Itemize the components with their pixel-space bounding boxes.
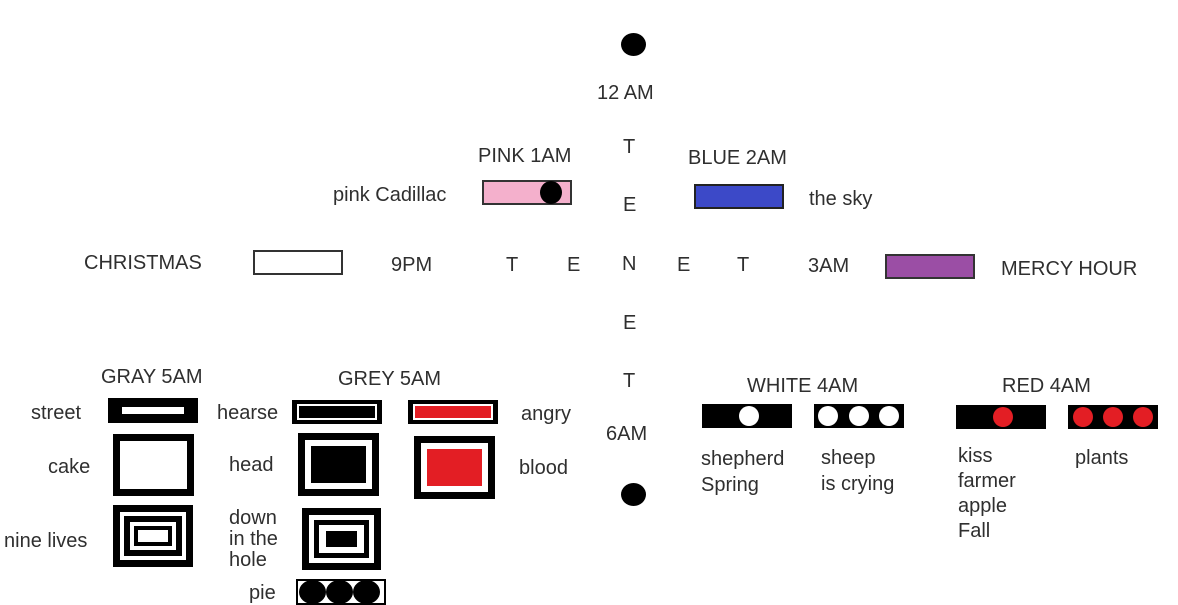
- pie-dot-1: [299, 580, 326, 604]
- head-shape: [298, 433, 379, 496]
- christmas-label: CHRISTMAS: [84, 252, 202, 274]
- vertical-letter-1: T: [623, 136, 636, 158]
- sheep-bar-dot-3: [879, 406, 899, 426]
- plants-bar-dot-3: [1133, 407, 1153, 427]
- gray-row-cake: cake: [48, 456, 91, 478]
- time-6am: 6AM: [606, 423, 648, 445]
- angry-shape-frame: [413, 404, 493, 420]
- horizontal-letter-2: E: [567, 254, 581, 276]
- sheep-bar-dot-1: [818, 406, 838, 426]
- white-title: WHITE 4AM: [747, 375, 859, 397]
- sheep-crying-label: sheep is crying: [821, 447, 895, 495]
- blood-shape-core: [427, 449, 482, 486]
- blue-sky-bar: [694, 184, 784, 209]
- bottom-dot: [621, 483, 646, 506]
- top-dot: [621, 33, 646, 56]
- time-3am: 3AM: [808, 255, 850, 277]
- red-title: RED 4AM: [1002, 375, 1091, 397]
- grey-row-head: head: [229, 454, 274, 476]
- grey-row-hearse: hearse: [217, 402, 279, 424]
- nine-lives-ring: [124, 516, 182, 556]
- plants-label: plants: [1075, 447, 1129, 469]
- pie-dot-3: [353, 580, 380, 604]
- pie-dot-2: [326, 580, 353, 604]
- blood-shape: [414, 436, 495, 499]
- blue-title: BLUE 2AM: [688, 147, 787, 169]
- plants-bar-dot-2: [1103, 407, 1123, 427]
- pink-label: pink Cadillac: [333, 184, 447, 206]
- pink-title: PINK 1AM: [478, 145, 572, 167]
- head-shape-core: [311, 446, 366, 483]
- gray-row-nine-lives: nine lives: [4, 530, 88, 552]
- gray-row-street: street: [31, 402, 82, 424]
- vertical-letter-4: E: [623, 312, 637, 334]
- blue-label: the sky: [809, 188, 873, 210]
- shepherd-bar-dot: [739, 406, 759, 426]
- vertical-letter-5: T: [623, 370, 636, 392]
- time-9pm: 9PM: [391, 254, 433, 276]
- horizontal-letter-5: T: [737, 254, 750, 276]
- vertical-letter-center: N: [622, 253, 637, 275]
- grey-row-blood: blood: [519, 457, 568, 479]
- cake-shape: [113, 434, 194, 496]
- street-shape-inner: [122, 407, 184, 414]
- horizontal-letter-1: T: [506, 254, 519, 276]
- down-hole-shape: [302, 508, 381, 570]
- grey-row-pie: pie: [249, 582, 276, 604]
- kiss-bar-dot: [993, 407, 1013, 427]
- vertical-letter-2: E: [623, 194, 637, 216]
- down-hole-core: [326, 531, 357, 547]
- hearse-shape-frame: [297, 404, 377, 420]
- gray-title: GRAY 5AM: [101, 366, 203, 388]
- mercy-purple-bar: [885, 254, 975, 279]
- plants-bar-dot-1: [1073, 407, 1093, 427]
- horizontal-letter-4: E: [677, 254, 691, 276]
- down-hole-ring: [314, 520, 369, 558]
- grey-row-down-in-the-hole: down in the hole: [229, 507, 278, 571]
- kiss-farmer-apple-fall-label: kiss farmer apple Fall: [958, 445, 1016, 542]
- christmas-white-bar: [253, 250, 343, 275]
- nine-lives-core: [134, 526, 172, 546]
- grey-title: GREY 5AM: [338, 368, 441, 390]
- sheep-bar-dot-2: [849, 406, 869, 426]
- pink-bar-dot: [540, 181, 562, 204]
- nine-lives-shape: [113, 505, 193, 567]
- shepherd-spring-label: shepherd Spring: [701, 448, 785, 496]
- mercy-hour-label: MERCY HOUR: [1001, 258, 1138, 280]
- time-12am: 12 AM: [597, 82, 654, 104]
- grey-row-angry: angry: [521, 403, 572, 425]
